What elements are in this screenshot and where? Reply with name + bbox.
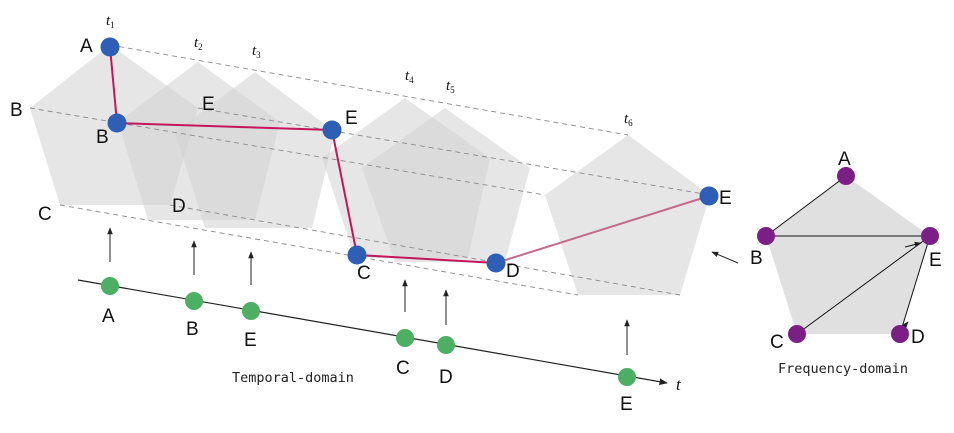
edge-b-a: [765, 175, 847, 237]
timeline-axis-label: t: [676, 375, 682, 394]
pentagon-t6: [545, 135, 710, 295]
temporal-label-b: B: [96, 127, 109, 148]
timeline-label-b: B: [186, 319, 199, 340]
frequency-domain-caption: Frequency-domain: [778, 361, 908, 377]
time-label-t6: t6: [624, 111, 633, 128]
time-labels: t1 t2 t3 t4 t5 t6: [106, 13, 633, 128]
label-d-outer: D: [172, 196, 186, 217]
label-e-outer: E: [202, 94, 215, 115]
temporal-node-d: [486, 253, 506, 273]
timeline-axis: [77, 279, 668, 386]
time-label-t1: t1: [106, 13, 115, 30]
temporal-node-b: [107, 113, 127, 133]
temporal-label-e: E: [345, 108, 358, 129]
timeline-nodes: [101, 277, 636, 386]
temporal-domain-caption: Temporal-domain: [232, 370, 354, 386]
time-label-t5: t5: [446, 78, 455, 95]
timeline-node-e-final: [618, 368, 636, 386]
frequency-node-a: [837, 167, 855, 185]
frequency-node-e: [921, 227, 939, 245]
temporal-node-a: [100, 37, 120, 57]
timeline-label-a: A: [102, 306, 115, 327]
frequency-label-a: A: [838, 149, 851, 170]
timeline-label-d: D: [439, 367, 453, 388]
dashed-line-b: [29, 107, 546, 196]
temporal-node-e-final: [699, 186, 719, 206]
temporal-node-c: [347, 245, 367, 265]
dashed-guides: [29, 44, 711, 296]
frequency-node-c: [788, 325, 806, 343]
frequency-label-b: B: [750, 248, 763, 269]
pentagon-t3: [175, 72, 335, 228]
pentagon-vertex-labels: B C D E: [10, 94, 215, 225]
time-label-t3: t3: [252, 43, 261, 60]
timeline-node-b: [185, 292, 203, 310]
frequency-label-c: C: [770, 332, 784, 353]
temporal-node-labels: A B E C D E: [80, 36, 732, 284]
frequency-pentagon: [766, 176, 930, 334]
timeline-node-e: [242, 302, 260, 320]
timeline-node-c: [396, 329, 414, 347]
temporal-label-a: A: [80, 36, 93, 57]
temporal-node-e: [322, 120, 342, 140]
timeline-label-c: C: [396, 358, 410, 379]
pentagon-t5: [362, 108, 530, 262]
temporal-path-last-segment: [495, 195, 710, 264]
time-label-t2: t2: [194, 35, 203, 52]
time-label-t4: t4: [405, 68, 414, 85]
timeline-node-a: [101, 277, 119, 295]
dashed-line-a: [109, 44, 629, 136]
snapshot-pentagons: [30, 45, 710, 295]
edge-d-e: [899, 235, 931, 335]
timeline-up-arrows: [107, 227, 630, 355]
frequency-label-d: D: [911, 327, 925, 348]
frequency-node-b: [757, 227, 775, 245]
dashed-line-c: [59, 204, 579, 296]
temporal-label-c: C: [357, 263, 371, 284]
label-c-outer: C: [38, 204, 52, 225]
label-b-outer: B: [10, 100, 23, 121]
frequency-label-e: E: [929, 250, 942, 271]
timeline-label-e-final: E: [620, 394, 633, 415]
timeline-node-labels: A B E C D E: [102, 306, 633, 415]
frequency-node-d: [891, 325, 909, 343]
dashed-line-e: [197, 107, 711, 196]
timeline-label-e: E: [244, 330, 257, 351]
temporal-label-e-final: E: [719, 188, 732, 209]
frequency-graph: A B E C D: [750, 149, 942, 353]
frequency-to-temporal-arrow: [711, 251, 739, 264]
timeline-node-d: [437, 336, 455, 354]
temporal-nodes: [100, 37, 719, 273]
temporal-label-d: D: [506, 261, 520, 282]
edge-c-arrow: [904, 241, 922, 248]
edge-c-e: [796, 235, 931, 335]
